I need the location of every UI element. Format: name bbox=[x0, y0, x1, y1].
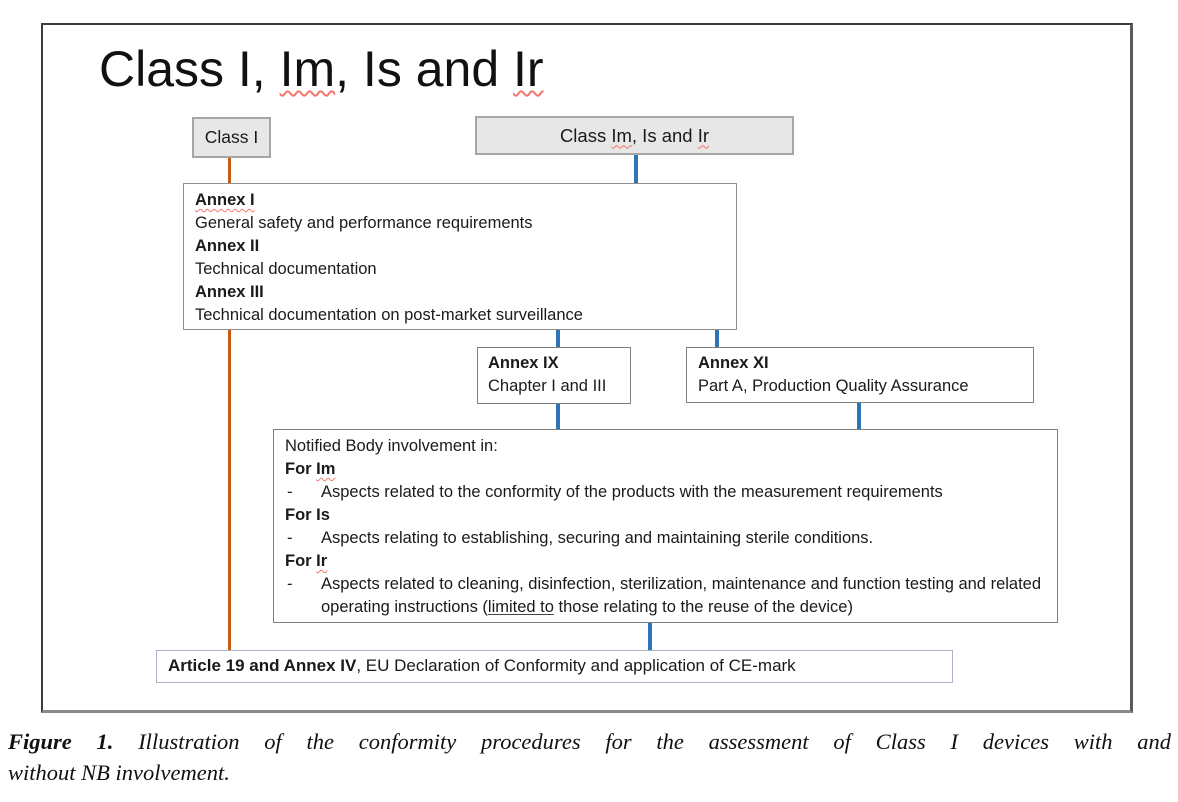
figure-caption-text: Illustration of the conformity procedure… bbox=[113, 729, 1172, 754]
class-im-label-squiggled-ir: Ir bbox=[697, 124, 710, 146]
connector-annex-xi-to-nb bbox=[857, 402, 861, 430]
nb-for-im-squiggled: Im bbox=[316, 460, 336, 478]
annex-ix-text: Chapter I and III bbox=[488, 377, 607, 395]
notified-body-box: Notified Body involvement in: For Im - As… bbox=[273, 429, 1058, 623]
annex-xi-box: Annex XI Part A, Production Quality Assu… bbox=[686, 347, 1034, 403]
nb-for-im-heading: For Im bbox=[285, 458, 1046, 481]
class-im-is-ir-box: Class Im, Is and Ir bbox=[475, 116, 794, 155]
connector-nb-to-article bbox=[648, 622, 652, 651]
nb-for-ir-heading: For Ir bbox=[285, 550, 1046, 573]
annex-i-heading: Annex I bbox=[195, 191, 255, 209]
annex-i-text: General safety and performance requireme… bbox=[195, 214, 533, 232]
nb-is-bullet-text: Aspects relating to establishing, securi… bbox=[321, 529, 874, 547]
class-i-label: Class I bbox=[204, 127, 259, 147]
class-im-label-squiggled-im: Im bbox=[611, 124, 632, 146]
nb-is-bullet: - Aspects relating to establishing, secur… bbox=[285, 527, 1046, 550]
nb-for-ir-prefix: For bbox=[285, 552, 317, 570]
nb-for-ir-squiggled: Ir bbox=[316, 552, 328, 570]
article-19-text: , EU Declaration of Conformity and appli… bbox=[356, 656, 796, 675]
connector-class-i-to-article bbox=[228, 156, 231, 651]
bullet-dash: - bbox=[287, 483, 293, 501]
article-19-box: Article 19 and Annex IV, EU Declaration … bbox=[156, 650, 953, 683]
annex-ix-box: Annex IX Chapter I and III bbox=[477, 347, 631, 404]
connector-class-im-to-annex bbox=[634, 154, 638, 184]
annex-xi-text: Part A, Production Quality Assurance bbox=[698, 377, 969, 395]
annex-iii-heading: Annex III bbox=[195, 283, 264, 301]
diagram-title: Class I, Im, Is and Ir bbox=[99, 40, 544, 98]
connector-annex-ix-to-nb bbox=[556, 403, 560, 430]
nb-ir-bullet-text-b: those relating to the reuse of the devic… bbox=[553, 598, 853, 616]
annex-iii-text: Technical documentation on post-market s… bbox=[195, 306, 583, 324]
figure-caption-label: Figure 1. bbox=[8, 729, 114, 754]
title-text-squiggled-ir: Ir bbox=[513, 41, 544, 97]
nb-im-bullet: - Aspects related to the conformity of th… bbox=[285, 481, 1046, 504]
nb-ir-bullet-text-a: Aspects related to cleaning, disinfectio… bbox=[321, 575, 1042, 616]
class-im-label: Class Im, Is and Ir bbox=[560, 125, 709, 147]
nb-intro: Notified Body involvement in: bbox=[285, 437, 498, 455]
class-im-label-part: , Is and bbox=[631, 124, 698, 146]
nb-ir-bullet: - Aspects related to cleaning, disinfecti… bbox=[285, 573, 1046, 619]
article-19-bold: Article 19 and Annex IV bbox=[168, 656, 357, 675]
title-text: Class I, bbox=[99, 41, 280, 97]
connector-annex-to-annex-xi bbox=[715, 329, 719, 348]
figure-caption-line1: Figure 1. Illustration of the conformity… bbox=[8, 726, 1171, 757]
annex-xi-heading: Annex XI bbox=[698, 354, 769, 372]
title-text-squiggled-im: Im bbox=[279, 41, 336, 97]
annex-ii-heading: Annex II bbox=[195, 237, 260, 255]
figure-caption: Figure 1. Illustration of the conformity… bbox=[8, 726, 1171, 788]
figure-caption-line2: without NB involvement. bbox=[8, 760, 230, 785]
connector-annex-to-annex-ix bbox=[556, 329, 560, 348]
nb-for-im-prefix: For bbox=[285, 460, 317, 478]
class-i-box: Class I bbox=[192, 117, 271, 158]
nb-ir-bullet-underlined: limited to bbox=[487, 598, 554, 616]
bullet-dash: - bbox=[287, 529, 293, 547]
title-text: , Is and bbox=[335, 41, 514, 97]
annex-ix-heading: Annex IX bbox=[488, 354, 559, 372]
nb-im-bullet-text: Aspects related to the conformity of the… bbox=[321, 483, 943, 501]
class-im-label-part: Class bbox=[559, 124, 612, 146]
annex-ii-text: Technical documentation bbox=[195, 260, 377, 278]
nb-for-is-heading: For Is bbox=[285, 506, 330, 524]
annex-requirements-box: Annex I General safety and performance r… bbox=[183, 183, 737, 330]
bullet-dash: - bbox=[287, 575, 293, 593]
